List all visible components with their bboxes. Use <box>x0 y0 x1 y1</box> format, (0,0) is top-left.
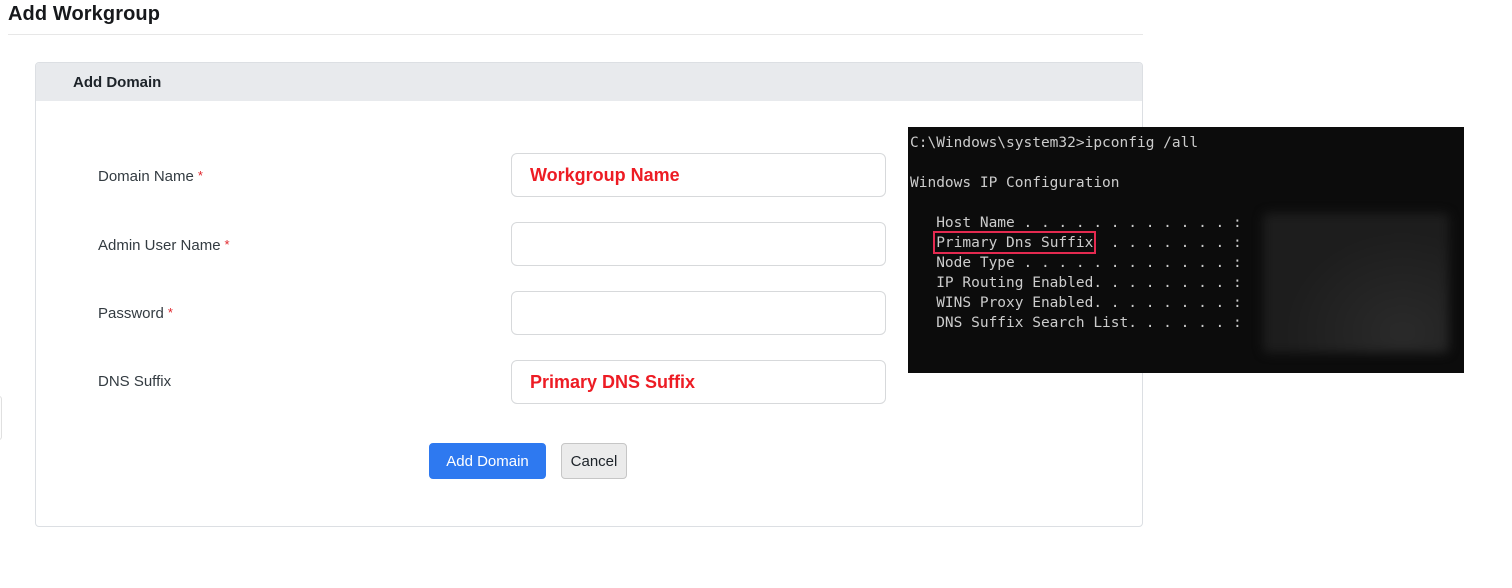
terminal-dns-search-list-line: DNS Suffix Search List. . . . . . : <box>910 315 1251 331</box>
dns-suffix-label: DNS Suffix <box>98 373 171 390</box>
primary-dns-suffix-highlight-box: Primary Dns Suffix <box>933 231 1097 254</box>
domain-name-label-text: Domain Name <box>98 168 194 185</box>
panel-header: Add Domain <box>36 63 1142 101</box>
terminal-node-type-line: Node Type . . . . . . . . . . . . : <box>910 255 1251 271</box>
dns-suffix-input[interactable] <box>511 360 886 404</box>
ipconfig-terminal-screenshot: C:\Windows\system32>ipconfig /all Window… <box>908 127 1464 373</box>
line-dots: . . . . . . . : <box>1093 235 1251 251</box>
panel-title: Add Domain <box>73 73 162 91</box>
terminal-blank-line <box>910 153 1464 173</box>
page-title: Add Workgroup <box>8 3 161 25</box>
terminal-ip-routing-line: IP Routing Enabled. . . . . . . . : <box>910 275 1251 291</box>
terminal-prompt-line: C:\Windows\system32>ipconfig /all <box>910 135 1199 151</box>
add-domain-button[interactable]: Add Domain <box>429 443 546 479</box>
password-label: Password* <box>98 305 173 322</box>
domain-name-label: Domain Name* <box>98 168 203 185</box>
terminal-blank-line <box>910 193 1464 213</box>
cancel-button[interactable]: Cancel <box>561 443 627 479</box>
left-edge-artifact <box>0 396 2 440</box>
admin-user-name-label: Admin User Name* <box>98 237 230 254</box>
redacted-values-blur <box>1263 213 1449 353</box>
required-asterisk: * <box>224 237 230 252</box>
required-asterisk: * <box>197 168 203 183</box>
terminal-heading-line: Windows IP Configuration <box>910 175 1120 191</box>
dns-suffix-label-text: DNS Suffix <box>98 373 172 390</box>
terminal-wins-proxy-line: WINS Proxy Enabled. . . . . . . . : <box>910 295 1251 311</box>
admin-user-name-input[interactable] <box>511 222 886 266</box>
required-asterisk: * <box>167 305 173 320</box>
password-label-text: Password <box>98 305 164 322</box>
password-input[interactable] <box>511 291 886 335</box>
terminal-primary-dns-suffix-line: Primary Dns Suffix . . . . . . . : <box>910 231 1464 254</box>
title-divider <box>8 34 1143 35</box>
terminal-host-name-line: Host Name . . . . . . . . . . . . : <box>910 215 1251 231</box>
domain-name-input[interactable] <box>511 153 886 197</box>
admin-user-name-label-text: Admin User Name <box>98 237 221 254</box>
primary-dns-suffix-text: Primary Dns Suffix <box>936 235 1094 251</box>
